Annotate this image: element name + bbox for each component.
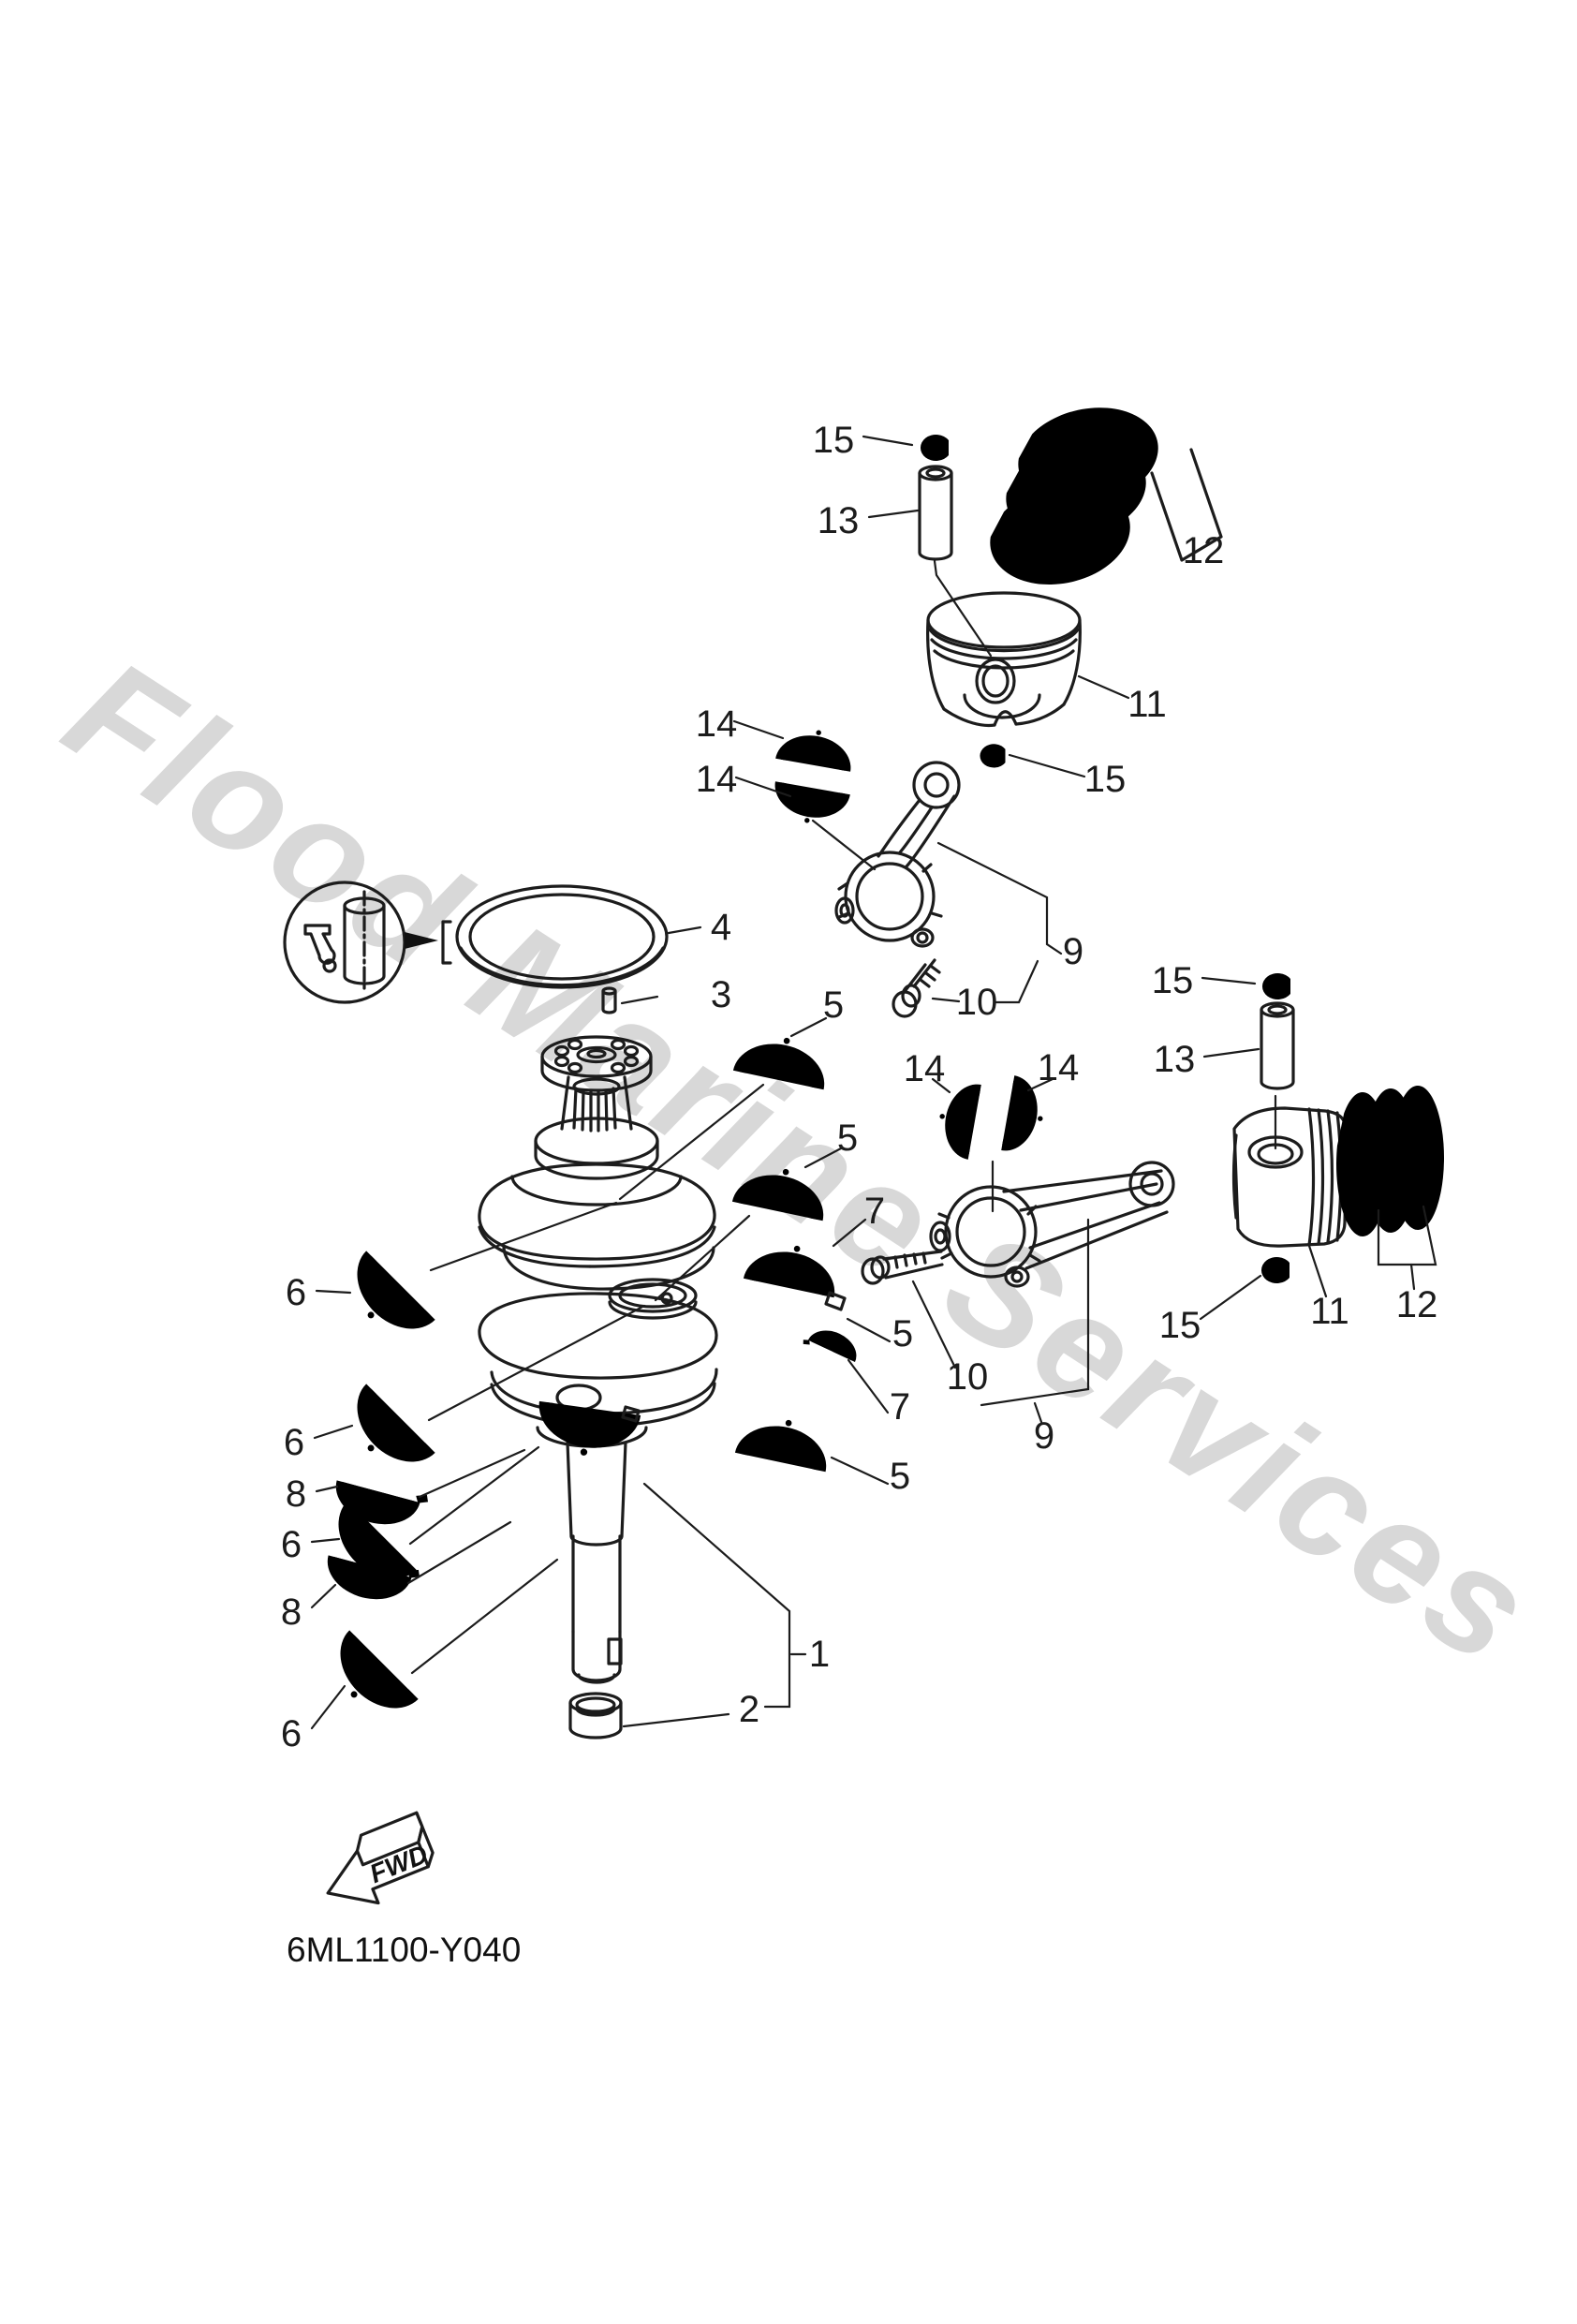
part-callout: 5 (892, 1313, 913, 1354)
piston-top (926, 591, 1082, 728)
part-callout: 7 (890, 1386, 910, 1428)
part-callout: 8 (286, 1473, 306, 1515)
fwd-label: FWD (365, 1840, 432, 1889)
part-callout: 10 (956, 982, 998, 1023)
piston-pin-right (1260, 1001, 1295, 1090)
part-callout: 12 (1183, 530, 1225, 571)
rod-bolt-top (892, 958, 941, 1018)
piston-rings-top (980, 394, 1223, 598)
piston-pin-top (918, 465, 953, 561)
part-callout: 6 (281, 1524, 302, 1565)
piston-pin-clip-top (920, 435, 955, 461)
thrust-plate-7b (802, 1321, 863, 1368)
part-callout: 12 (1396, 1284, 1438, 1325)
part-callout: 11 (1310, 1291, 1349, 1332)
part-callout: 6 (284, 1422, 304, 1463)
part-callout: 15 (1084, 759, 1127, 800)
part-callout: 7 (864, 1191, 885, 1232)
part-callout: 5 (890, 1456, 910, 1497)
rod-bearing-top-upper (775, 723, 857, 772)
leader-lines (310, 435, 1437, 1730)
lower-journal-bearing (532, 1400, 641, 1463)
part-callout: 14 (904, 1048, 946, 1089)
part-callout: 6 (281, 1713, 302, 1754)
grease-icon (303, 924, 336, 965)
part-callout: 14 (1038, 1047, 1080, 1088)
part-callout: 14 (696, 759, 738, 800)
piston-pin-clip-right-upper (1261, 973, 1297, 999)
piston-pin-clip-top-lower (980, 744, 1011, 768)
rod-bolt-right (861, 1250, 944, 1285)
part-callout: 9 (1063, 931, 1083, 972)
part-callout: 6 (286, 1272, 306, 1313)
part-callout: 15 (813, 420, 855, 461)
part-callout: 14 (696, 703, 738, 745)
lubrication-inset (283, 881, 452, 1004)
part-callout: 5 (823, 984, 844, 1026)
callouts: 15 13 12 11 14 14 15 4 9 15 10 3 5 13 14… (281, 420, 1437, 1754)
rod-bearing-right-a (933, 1078, 981, 1160)
part-callout: 13 (818, 500, 860, 541)
part-callout: 5 (837, 1118, 858, 1159)
part-callout: 10 (947, 1356, 989, 1398)
drawing-code: 6ML1100-Y040 (287, 1931, 521, 1969)
part-callout: 15 (1159, 1305, 1201, 1346)
part-callout: 13 (1154, 1039, 1196, 1080)
part-callout: 1 (809, 1634, 830, 1675)
oil-seal-2 (568, 1692, 623, 1739)
part-callout: 2 (739, 1689, 759, 1730)
connecting-rod-right (929, 1161, 1175, 1288)
thrust-plate-7a (743, 1236, 847, 1311)
piston-right (1231, 1106, 1349, 1248)
main-bearing-6d (317, 1630, 419, 1732)
piston-pin-clip-right-lower (1260, 1257, 1296, 1283)
part-callout: 9 (1034, 1415, 1054, 1457)
part-callout: 4 (711, 907, 731, 948)
main-bearing-6a (333, 1251, 435, 1353)
piston-rings-right (1336, 1085, 1445, 1236)
oring-4 (455, 884, 669, 989)
pin-3 (601, 986, 617, 1014)
part-callout: 8 (281, 1591, 302, 1633)
main-bearing-5c (734, 1410, 835, 1473)
part-callout: 11 (1127, 684, 1167, 725)
part-callout: 15 (1152, 960, 1194, 1001)
pointer-arrow-icon (405, 932, 438, 949)
main-bearing-6b (333, 1384, 435, 1486)
connecting-rod-top (834, 761, 961, 948)
fwd-arrow: FWD (326, 1811, 435, 1905)
crankshaft-1 (478, 1035, 718, 1684)
rod-bearing-top-lower (769, 781, 850, 830)
part-callout: 3 (711, 974, 731, 1015)
